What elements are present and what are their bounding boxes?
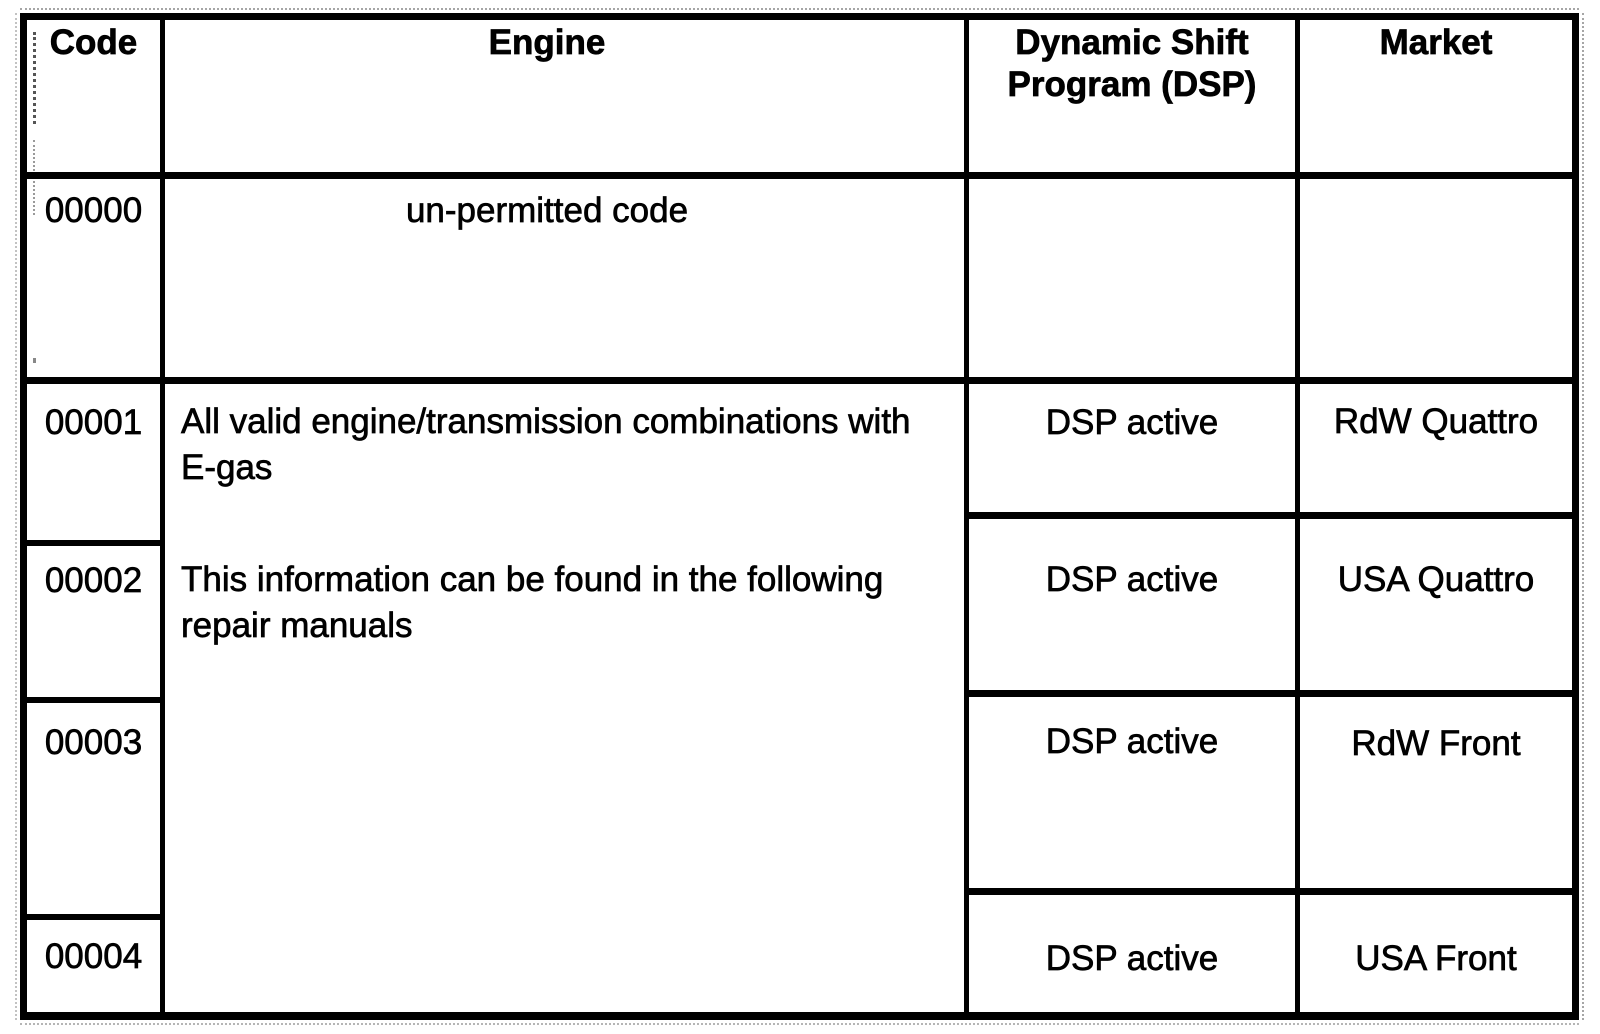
column-header-engine: Engine xyxy=(488,23,606,63)
dsp-market-row-separator-1 xyxy=(964,512,1579,519)
market-cell-row1: RdW Quattro xyxy=(1333,402,1539,442)
dsp-cell-row4: DSP active xyxy=(1045,939,1219,979)
dsp-cell-row1: DSP active xyxy=(1045,403,1219,443)
table-border-left xyxy=(20,13,27,1020)
table-border-bottom xyxy=(20,1012,1579,1020)
code-cell-00003: 00003 xyxy=(44,723,143,763)
scan-dither-top xyxy=(20,8,1579,10)
column-header-dsp: Dynamic Shift Program (DSP) xyxy=(1007,23,1257,105)
code-cell-00001: 00001 xyxy=(44,403,143,443)
column-divider-code-engine xyxy=(160,13,165,1020)
market-cell-row4: USA Front xyxy=(1355,939,1517,979)
scan-dither-bottom xyxy=(20,1023,1579,1025)
table-border-top xyxy=(20,13,1579,20)
engine-merged-paragraph-2: This information can be found in the fol… xyxy=(181,560,884,646)
dsp-market-row-separator-3 xyxy=(964,888,1579,895)
market-cell-row3: RdW Front xyxy=(1351,724,1521,764)
code-row-separator-2 xyxy=(20,697,165,703)
dsp-cell-row3: DSP active xyxy=(1045,722,1219,762)
dsp-market-row-separator-2 xyxy=(964,690,1579,697)
code-cell-00000: 00000 xyxy=(44,191,143,231)
scan-artifact-dot xyxy=(33,358,36,363)
dsp-cell-row2: DSP active xyxy=(1045,560,1219,600)
code-cell-00002: 00002 xyxy=(44,561,143,601)
scan-dither-right xyxy=(1582,13,1584,1020)
scan-artifact-dotted-line xyxy=(33,32,36,124)
column-header-market: Market xyxy=(1379,23,1493,63)
row-separator-full-width xyxy=(20,377,1579,384)
code-row-separator-3 xyxy=(20,914,165,920)
scan-dither-left xyxy=(15,13,17,1020)
code-row-separator-1 xyxy=(20,540,165,546)
market-cell-row2: USA Quattro xyxy=(1337,560,1535,600)
header-separator-line xyxy=(20,172,1579,179)
engine-merged-paragraph-1: All valid engine/transmission combinatio… xyxy=(181,402,911,488)
engine-cell-unpermitted: un-permitted code xyxy=(405,191,689,231)
column-header-code: Code xyxy=(49,23,138,63)
code-cell-00004: 00004 xyxy=(44,937,143,977)
